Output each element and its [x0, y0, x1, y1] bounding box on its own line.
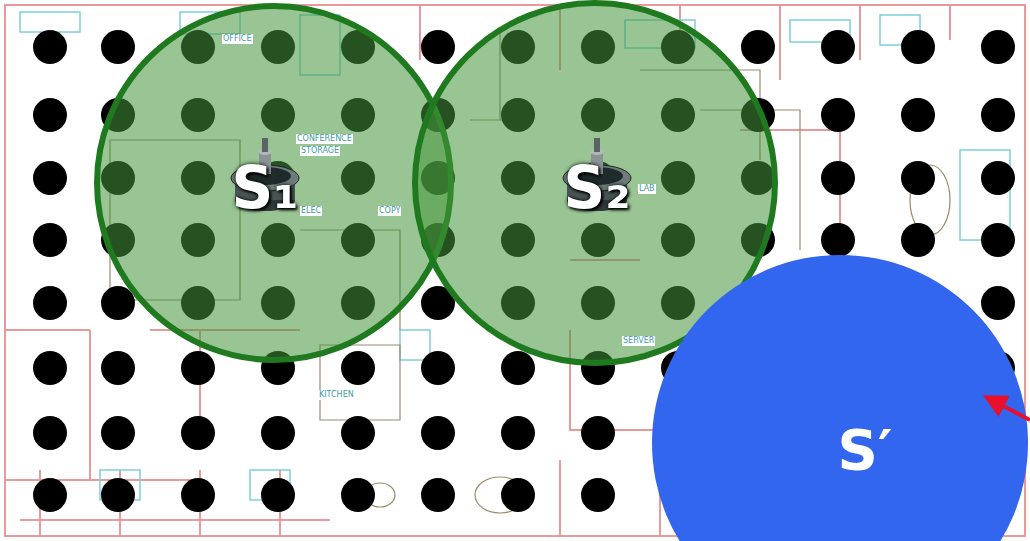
grid-dot	[101, 286, 135, 320]
sensor-part	[262, 138, 268, 152]
room-label: STORAGE	[300, 146, 340, 156]
grid-dot	[33, 351, 67, 385]
room-label: COPY	[378, 206, 401, 216]
grid-dot	[821, 223, 855, 257]
grid-dot	[901, 223, 935, 257]
grid-dot	[421, 478, 455, 512]
grid-dot	[33, 286, 67, 320]
grid-dot	[33, 478, 67, 512]
grid-dot	[901, 98, 935, 132]
coverage-circle: S₁	[91, 0, 457, 366]
grid-dot	[33, 223, 67, 257]
grid-dot	[181, 351, 215, 385]
grid-dot	[821, 98, 855, 132]
circle-outline	[652, 255, 1028, 541]
grid-dot	[981, 286, 1015, 320]
sensor-label: S′	[837, 422, 892, 478]
room-label: KITCHEN	[318, 390, 355, 400]
grid-dot	[101, 30, 135, 64]
circle-shape	[652, 255, 1028, 541]
grid-dot	[581, 478, 615, 512]
grid-dot	[341, 478, 375, 512]
room-label: LAB	[638, 184, 656, 194]
room-label: ELEC	[300, 206, 322, 216]
grid-dot	[101, 351, 135, 385]
grid-dot	[181, 478, 215, 512]
circle-shape	[97, 6, 451, 360]
room-label: CONFERENCE	[296, 134, 353, 144]
grid-dot	[261, 416, 295, 450]
grid-dot	[101, 416, 135, 450]
grid-dot	[821, 161, 855, 195]
grid-dot	[501, 478, 535, 512]
grid-dot	[981, 30, 1015, 64]
grid-dot	[501, 351, 535, 385]
candidate-circle: S′	[652, 255, 1028, 541]
sensor-part	[594, 138, 600, 152]
grid-dot	[261, 478, 295, 512]
grid-dot	[101, 478, 135, 512]
sensor-label: S₁	[231, 159, 298, 217]
grid-dot	[421, 416, 455, 450]
grid-dot	[181, 416, 215, 450]
grid-dot	[33, 98, 67, 132]
grid-dot	[981, 161, 1015, 195]
grid-dot	[341, 351, 375, 385]
grid-dot	[741, 30, 775, 64]
grid-dot	[421, 351, 455, 385]
room-label: OFFICE	[222, 34, 253, 44]
grid-dot	[581, 416, 615, 450]
grid-dot	[421, 30, 455, 64]
grid-dot	[981, 223, 1015, 257]
grid-dot	[341, 416, 375, 450]
grid-dot	[901, 161, 935, 195]
grid-dot	[33, 161, 67, 195]
grid-dot	[981, 98, 1015, 132]
grid-dot	[33, 416, 67, 450]
grid-dot	[33, 30, 67, 64]
grid-dot	[501, 416, 535, 450]
room-label: SERVER	[622, 336, 655, 346]
grid-dot	[821, 30, 855, 64]
sensor-label: S₂	[563, 159, 630, 217]
pointer-arrow	[990, 399, 1030, 420]
grid-dot	[901, 30, 935, 64]
